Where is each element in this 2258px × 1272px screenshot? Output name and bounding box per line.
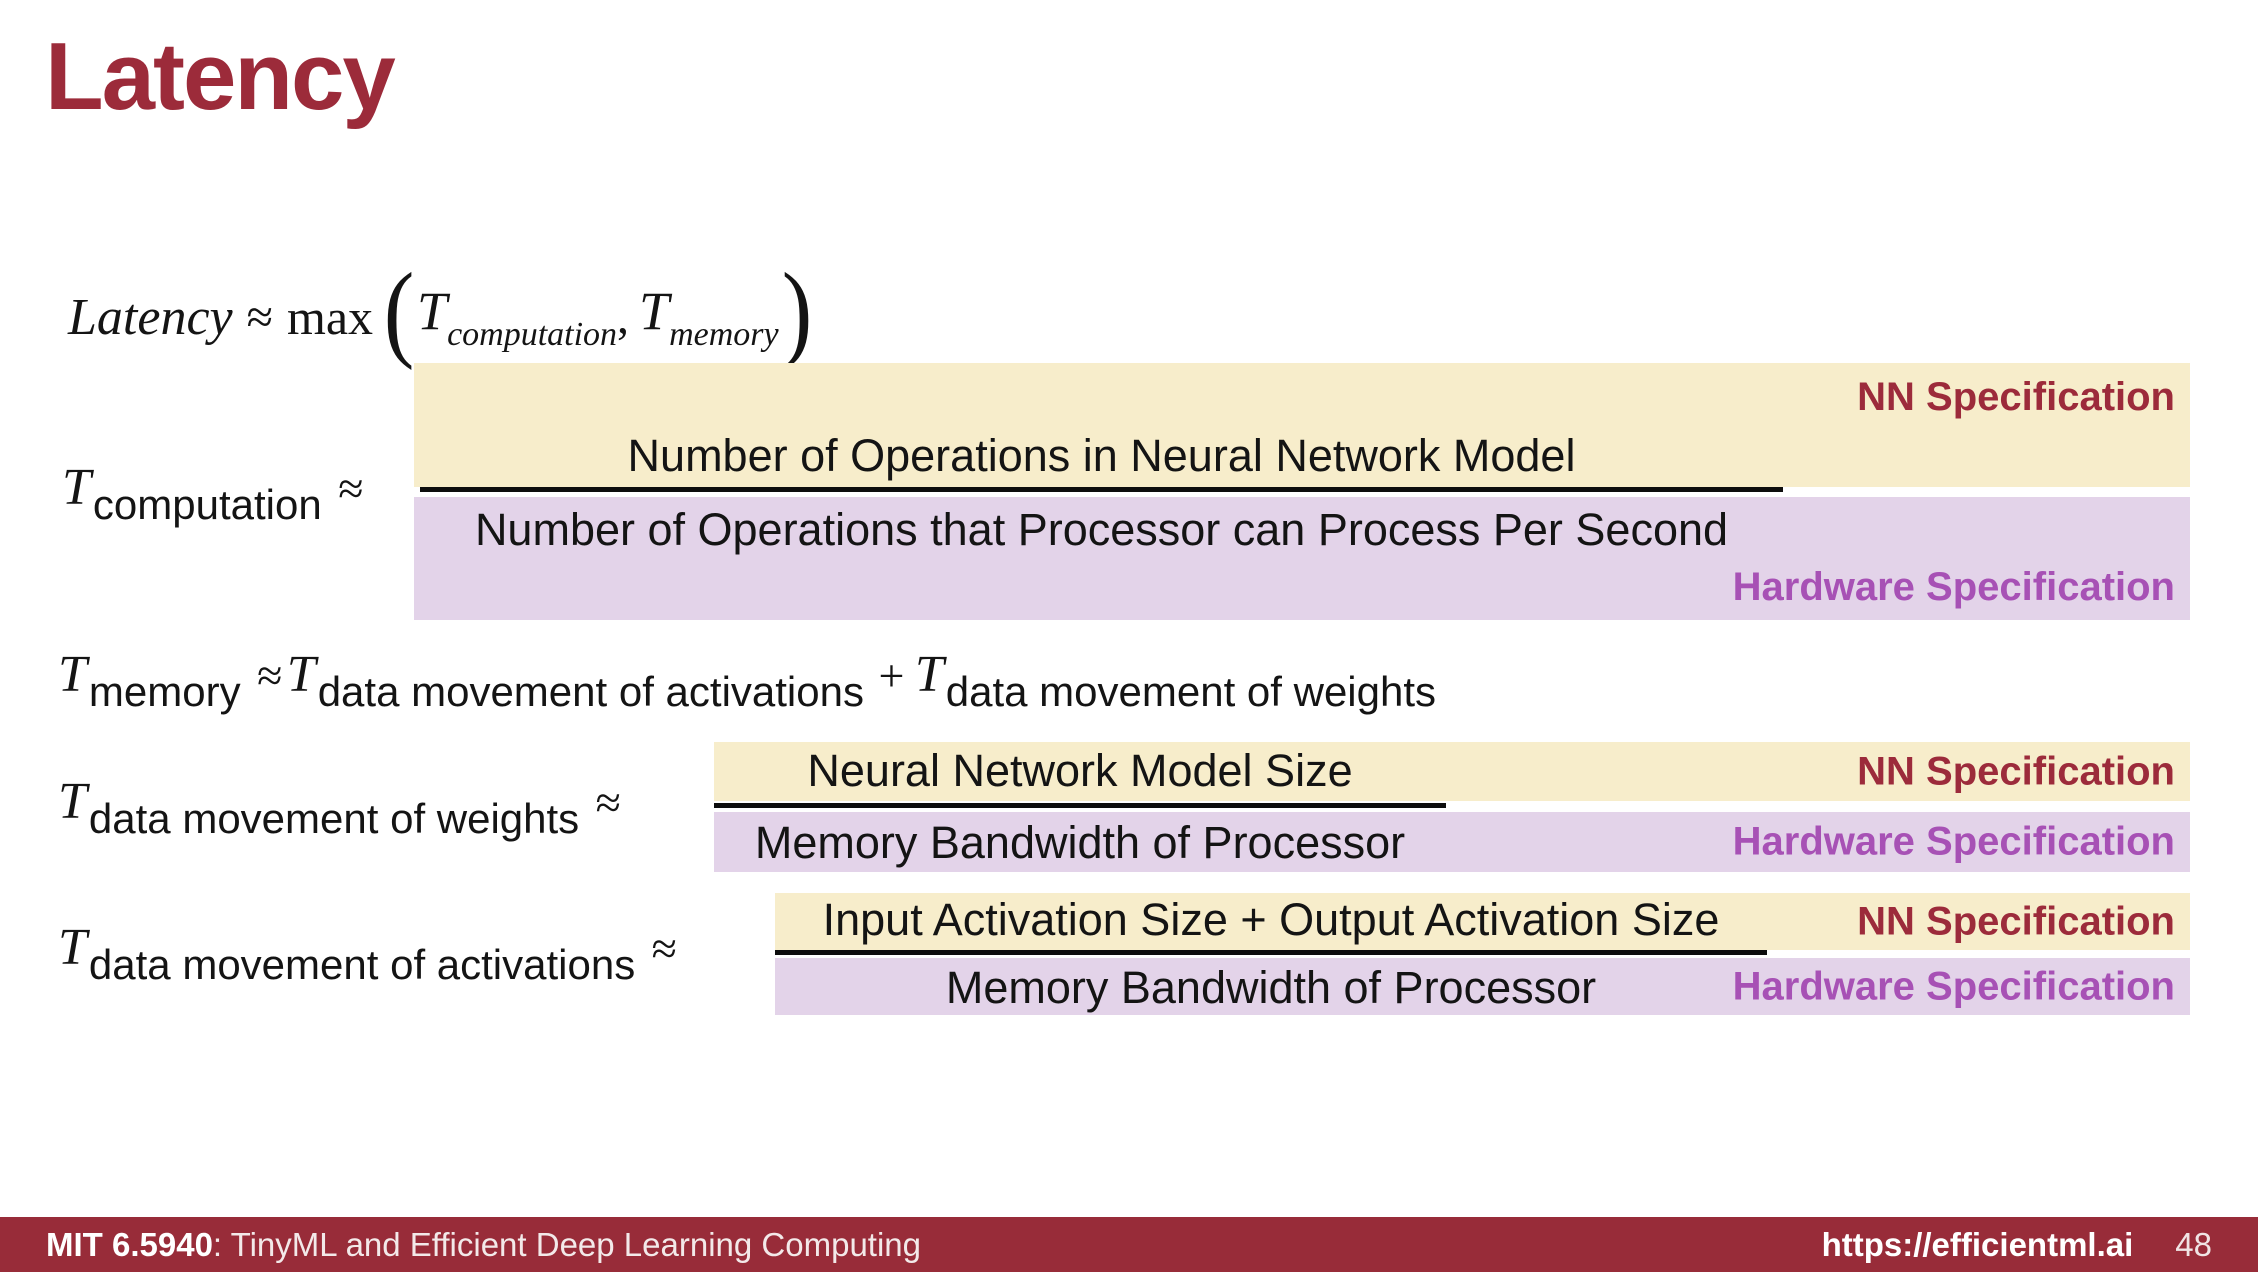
equation-t-memory: Tmemory ≈ Tdata movement of activations … (58, 645, 1436, 716)
t-base: T (639, 281, 670, 341)
t-base: T (58, 919, 87, 976)
footer-course-title: : TinyML and Efficient Deep Learning Com… (212, 1225, 922, 1263)
fraction-line (420, 487, 1783, 492)
close-paren: ) (781, 252, 812, 371)
t-base: T (914, 646, 944, 703)
t-subscript: data movement of weights (88, 795, 580, 842)
open-paren: ( (383, 252, 415, 371)
footer-bar: MIT 6.5940: TinyML and Efficient Deep Le… (0, 1217, 2258, 1272)
term-t-memory: Tmemory (639, 280, 779, 354)
approx-symbol: ≈ (595, 777, 621, 828)
t-subscript: memory (669, 316, 779, 353)
numerator-text: Number of Operations in Neural Network M… (627, 430, 1576, 481)
numerator-text: Input Activation Size + Output Activatio… (822, 894, 1720, 945)
numerator-band-weights: Neural Network Model Size NN Specificati… (714, 742, 2190, 801)
equation-latency-max: Latency ≈ max ( Tcomputation , Tmemory ) (68, 252, 815, 372)
nn-spec-badge: NN Specification (1857, 749, 2175, 793)
approx-symbol: ≈ (651, 923, 677, 974)
nn-spec-badge: NN Specification (1857, 899, 2175, 943)
t-base: T (286, 646, 316, 703)
t-base: T (58, 773, 87, 830)
nn-spec-badge: NN Specification (1857, 375, 2175, 419)
hardware-spec-badge: Hardware Specification (1732, 565, 2175, 609)
max-operator: max (286, 289, 374, 345)
t-base: T (62, 459, 91, 516)
t-subscript: memory (88, 668, 241, 715)
label-t-weights: Tdata movement of weights ≈ (58, 772, 621, 843)
denominator-band-activations: Memory Bandwidth of Processor Hardware S… (775, 958, 2190, 1015)
approx-symbol: ≈ (257, 650, 283, 701)
footer-course: MIT 6.5940: TinyML and Efficient Deep Le… (46, 1226, 921, 1264)
hardware-spec-badge: Hardware Specification (1732, 964, 2175, 1008)
t-base: T (417, 281, 448, 341)
label-t-activations: Tdata movement of activations ≈ (58, 918, 677, 989)
page-title: Latency (45, 23, 396, 130)
eq-latency-lhs: Latency (68, 288, 233, 346)
t-subscript: data movement of weights (945, 668, 1437, 715)
term-t-computation: Tcomputation (417, 280, 617, 354)
numerator-text: Neural Network Model Size (807, 745, 1353, 796)
footer-url: https://efficientml.ai (1821, 1225, 2134, 1263)
t-subscript: computation (92, 481, 322, 528)
denominator-band-computation: Number of Operations that Processor can … (414, 497, 2190, 620)
approx-symbol: ≈ (338, 463, 364, 514)
plus-operator: + (878, 650, 905, 701)
t-base: T (58, 646, 87, 703)
numerator-band-computation: NN Specification Number of Operations in… (414, 363, 2190, 487)
t-subscript: data movement of activations (317, 668, 864, 715)
t-subscript: data movement of activations (88, 941, 636, 988)
hardware-spec-badge: Hardware Specification (1732, 819, 2175, 864)
approx-symbol: ≈ (246, 290, 273, 344)
denominator-text: Memory Bandwidth of Processor (945, 962, 1597, 1013)
t-subscript: computation (447, 316, 618, 353)
denominator-band-weights: Memory Bandwidth of Processor Hardware S… (714, 812, 2190, 872)
footer-right: https://efficientml.ai 48 (1822, 1226, 2212, 1264)
fraction-line (775, 950, 1767, 955)
comma-separator: , (617, 290, 630, 344)
denominator-text: Memory Bandwidth of Processor (754, 817, 1406, 868)
numerator-band-activations: Input Activation Size + Output Activatio… (775, 893, 2190, 950)
footer-course-code: MIT 6.5940 (46, 1225, 213, 1263)
denominator-text: Number of Operations that Processor can … (474, 504, 1729, 555)
label-t-computation: Tcomputation ≈ (62, 458, 363, 529)
footer-page-number: 48 (2175, 1225, 2212, 1263)
fraction-line (714, 803, 1446, 808)
